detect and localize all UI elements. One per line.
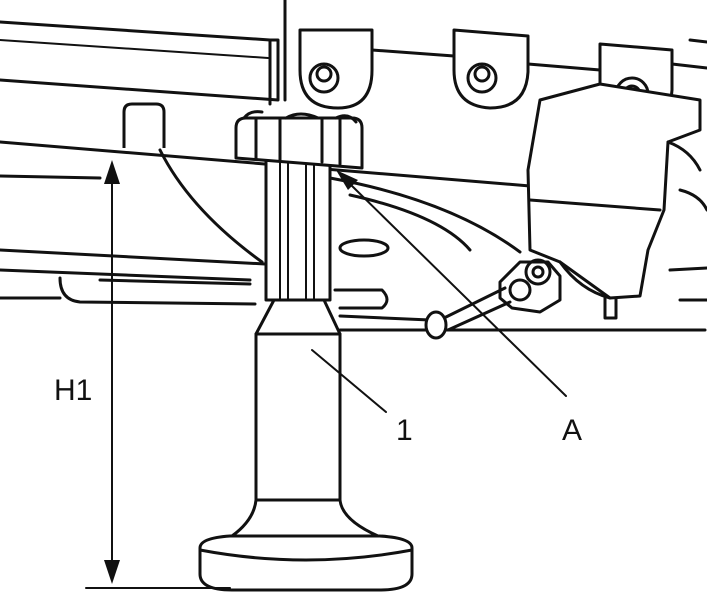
bracket-left (298, 28, 374, 110)
jack-stand-body (254, 332, 342, 502)
point-label-a: A (562, 414, 582, 447)
dimension-label-h1: H1 (54, 374, 92, 407)
bracket-middle (452, 28, 530, 110)
part-label-1: 1 (396, 414, 413, 447)
jack-stand (198, 110, 414, 592)
jack-stand-base (198, 534, 414, 592)
leader-lines (311, 170, 567, 413)
dimension-h1 (85, 160, 231, 589)
jack-stand-column (264, 158, 332, 302)
nut-assembly (498, 258, 562, 314)
suspension-bracket (424, 82, 707, 340)
